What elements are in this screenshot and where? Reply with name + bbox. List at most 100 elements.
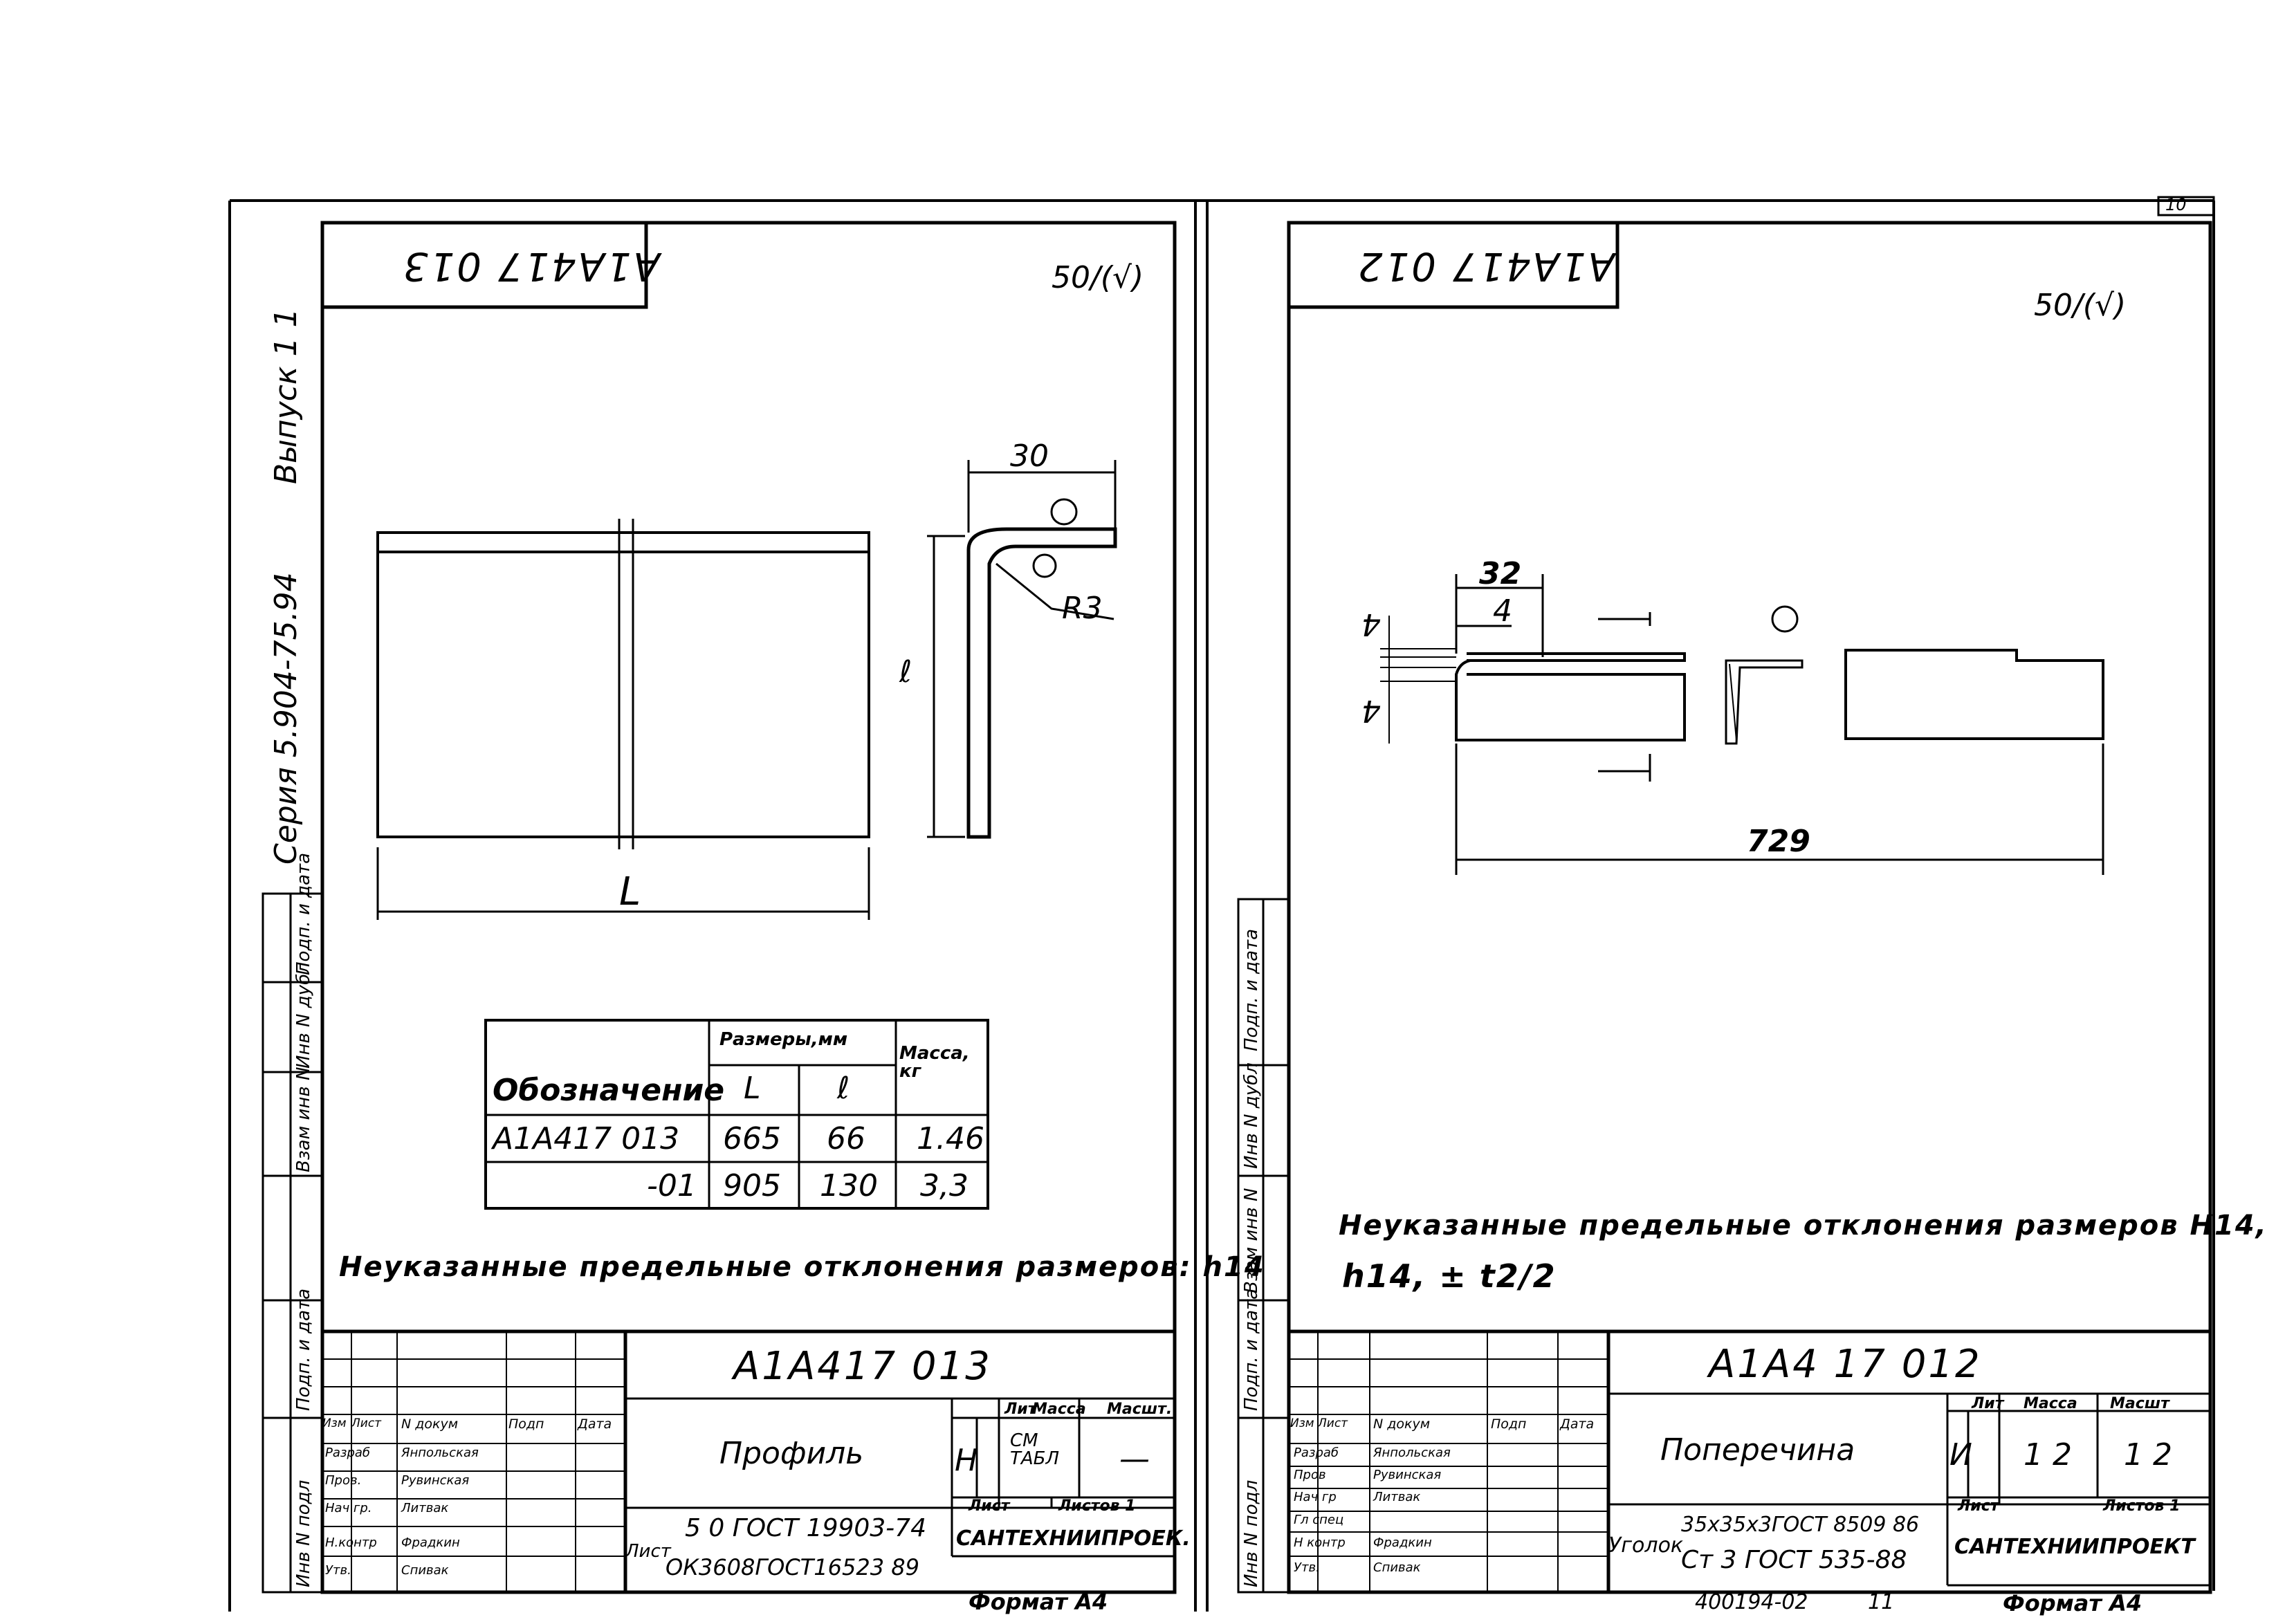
left-name-1: Рувинская (401, 1473, 470, 1488)
right-dim-4a: 4 (1493, 593, 1512, 629)
left-name-4: Спивак (401, 1563, 449, 1578)
right-role-1: Пров (1294, 1468, 1326, 1482)
left-stamp-code: A1A417 013 (401, 243, 660, 288)
right-side-label-4: Подп. и дата (1241, 1288, 1262, 1411)
left-name-3: Фрадкин (401, 1535, 460, 1550)
left-role-2: Нач гр. (325, 1501, 372, 1515)
left-name-2: Литвак (401, 1501, 449, 1515)
table-row-2-mass: 3,3 (920, 1168, 969, 1203)
right-rev-h0: Изм (1290, 1417, 1314, 1430)
table-row-2-designation: -01 (647, 1168, 697, 1203)
right-footer-num: 11 (1868, 1590, 1895, 1614)
right-name-1: Рувинская (1373, 1468, 1442, 1482)
table-row-1-mass: 1.46 (917, 1121, 984, 1156)
right-hdr-mass: Масса (2024, 1395, 2077, 1412)
right-sheet-label: Лист (1958, 1497, 1999, 1515)
left-lit: Н (955, 1443, 978, 1478)
right-rev-h4: Дата (1560, 1417, 1595, 1432)
left-rev-h2: N докум (401, 1417, 459, 1432)
right-side-label-3: Взам инв N (1241, 1188, 1262, 1293)
right-side-label-2: Инв N дубл (1241, 1062, 1262, 1169)
corner-sheet-number: 10 (2165, 195, 2187, 214)
right-material-2: Ст 3 ГОСТ 535-88 (1681, 1546, 1907, 1574)
side-label-4: Подп. и дата (293, 1288, 314, 1411)
table-header-mass: Масса, кг (899, 1043, 970, 1082)
left-hdr-mass: Масса (1032, 1401, 1086, 1418)
right-stamp-code: A1A417 012 (1356, 243, 1615, 288)
side-label-2: Инв N дубл (293, 962, 314, 1069)
right-name-5: Спивак (1373, 1560, 1421, 1575)
left-side-series: Серия 5.904-75.94 (268, 572, 304, 865)
left-dim-30: 30 (1010, 439, 1049, 474)
left-role-4: Утв. (325, 1563, 351, 1578)
left-format: Формат А4 (969, 1589, 1108, 1615)
table-row-1-L: 665 (723, 1121, 781, 1156)
table-header-sizes: Размеры,мм (719, 1029, 848, 1050)
left-roughness-symbol: 50/(√) (1052, 260, 1144, 295)
left-hdr-scale: Масшт. (1107, 1401, 1173, 1418)
right-rev-h1: Лист (1318, 1417, 1348, 1430)
left-role-0: Разраб (325, 1446, 371, 1460)
right-side-label-5: Инв N подл (1241, 1479, 1262, 1587)
right-name-4: Фрадкин (1373, 1535, 1432, 1550)
right-role-0: Разраб (1294, 1446, 1339, 1460)
right-material-prefix: Уголок (1608, 1533, 1684, 1558)
left-dim-L: L (619, 869, 643, 914)
right-name-0: Янпольская (1373, 1446, 1451, 1460)
left-title-code: A1A417 013 (733, 1344, 992, 1389)
table-row-2-l: 130 (820, 1168, 878, 1203)
side-label-1: Подп. и дата (293, 852, 314, 975)
right-dim-729: 729 (1747, 824, 1810, 859)
left-hdr-lit: Лит (1004, 1401, 1037, 1418)
left-name-0: Янпольская (401, 1446, 479, 1460)
left-sheet-label: Лист (969, 1497, 1010, 1515)
right-org: САНТЕХНИИПРОЕКТ (1954, 1535, 2195, 1559)
right-dim-4c: 4 (1361, 693, 1381, 728)
table-col-l: ℓ (837, 1071, 850, 1106)
left-rev-h4: Дата (578, 1417, 612, 1432)
right-role-4: Н контр (1294, 1535, 1346, 1550)
left-material-2: ОК3608ГОСТ16523 89 (666, 1554, 919, 1580)
right-dim-32: 32 (1479, 556, 1522, 591)
left-dim-l-small: ℓ (899, 654, 912, 690)
left-side-issue: Выпуск 1 1 (268, 308, 304, 484)
left-rev-h0: Изм (322, 1417, 347, 1430)
right-footer-code: 400194-02 (1695, 1590, 1808, 1614)
right-scale: 1 2 (2124, 1437, 2172, 1473)
right-rev-h3: Подп (1491, 1417, 1527, 1432)
right-name-2: Литвак (1373, 1490, 1421, 1504)
left-role-3: Н.контр (325, 1535, 377, 1550)
right-material-1: 35x35x3ГОСТ 8509 86 (1681, 1513, 1920, 1537)
table-row-2-L: 905 (723, 1168, 781, 1203)
left-role-1: Пров. (325, 1473, 362, 1488)
left-mass: СМ ТАБЛ (1010, 1430, 1060, 1469)
left-org: САНТЕХНИИПРОЕК. (956, 1526, 1191, 1551)
right-hdr-lit: Лит (1972, 1395, 2004, 1412)
right-rev-h2: N докум (1373, 1417, 1431, 1432)
right-role-5: Утв. (1294, 1560, 1320, 1575)
right-part-name: Поперечина (1660, 1432, 1855, 1468)
left-rev-h1: Лист (351, 1417, 382, 1430)
left-radius: R3 (1062, 591, 1103, 626)
table-row-1-l: 66 (827, 1121, 865, 1156)
right-title-code: A1A4 17 012 (1709, 1342, 1982, 1387)
left-sheets-label: Листов 1 (1058, 1497, 1136, 1515)
right-side-label-1: Подп. и дата (1241, 928, 1262, 1051)
left-scale: — (1119, 1441, 1150, 1477)
right-role-2: Нач гр (1294, 1490, 1337, 1504)
right-format: Формат А4 (2003, 1590, 2142, 1616)
side-label-3: Взам инв N (293, 1067, 314, 1172)
left-material-prefix: Лист (625, 1541, 671, 1562)
right-dim-4b: 4 (1361, 607, 1381, 642)
table-col-L: L (744, 1071, 761, 1106)
right-role-3: Гл спец (1294, 1513, 1344, 1527)
table-header-designation: Обозначение (493, 1073, 725, 1108)
right-tolerance-note-line1: Неуказанные предельные отклонения размер… (1339, 1210, 2268, 1242)
right-hdr-scale: Масшт (2110, 1395, 2169, 1412)
table-row-1-designation: A1A417 013 (493, 1121, 680, 1156)
left-material-1: 5 0 ГОСТ 19903-74 (685, 1514, 926, 1542)
right-sheets-label: Листов 1 (2103, 1497, 2181, 1515)
left-rev-h3: Подп (508, 1417, 544, 1432)
left-part-name: Профиль (719, 1436, 864, 1471)
